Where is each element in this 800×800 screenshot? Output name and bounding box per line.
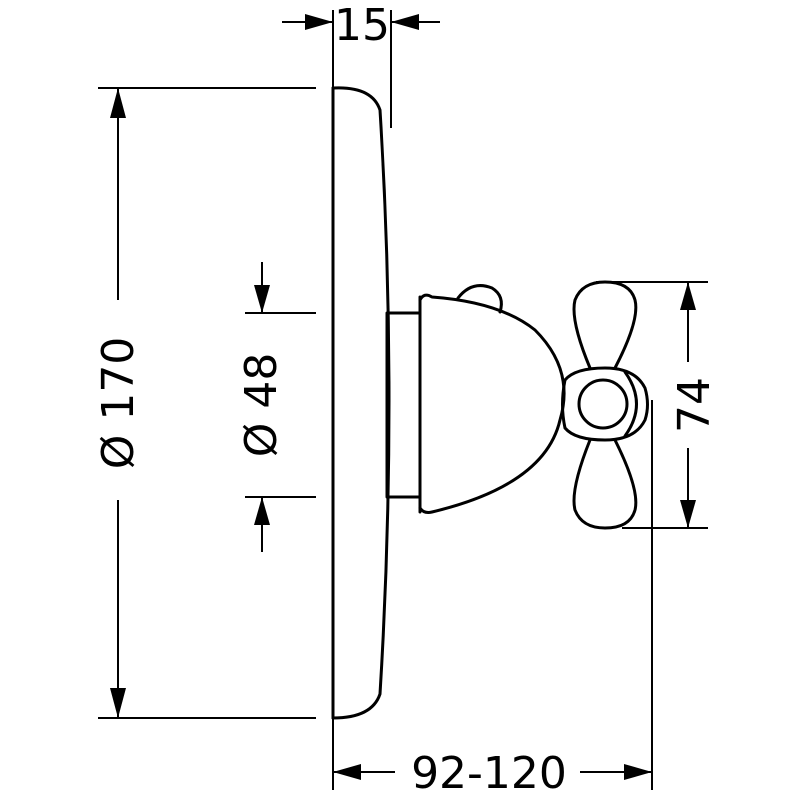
escutcheon-plate xyxy=(331,86,391,720)
dimension-depth-top: 15 xyxy=(282,0,440,128)
handle-height-label: 74 xyxy=(669,377,720,433)
cross-handle xyxy=(561,280,649,530)
dimension-projection-range: 92-120 xyxy=(332,400,653,799)
dimension-body-diameter: Ø 48 xyxy=(236,262,316,552)
projection-range-label: 92-120 xyxy=(411,748,567,799)
dimension-handle-height: 74 xyxy=(596,281,720,529)
body-diameter-label: Ø 48 xyxy=(236,353,287,458)
plate-diameter-label: Ø 170 xyxy=(93,337,144,470)
valve-body xyxy=(385,284,566,514)
dimension-plate-diameter: Ø 170 xyxy=(93,87,316,719)
depth-top-label: 15 xyxy=(334,0,390,51)
